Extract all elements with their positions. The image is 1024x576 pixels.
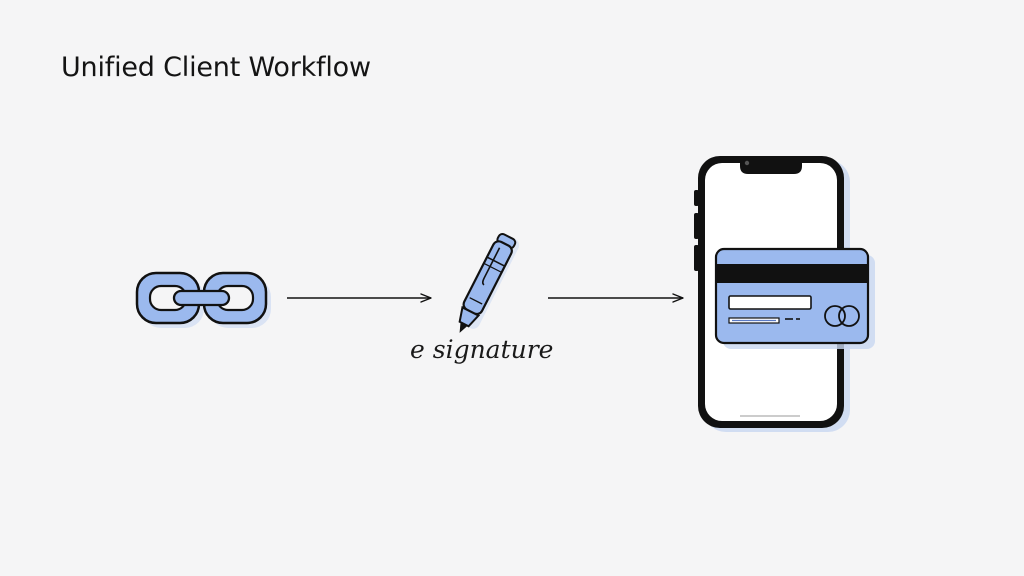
link-chain-icon	[135, 271, 271, 328]
page-title: Unified Client Workflow	[61, 52, 371, 83]
pen-icon	[458, 232, 520, 333]
credit-card-icon	[714, 247, 870, 345]
phone-payment-card-icon	[694, 156, 875, 432]
e-signature-caption: e signature	[410, 335, 553, 364]
